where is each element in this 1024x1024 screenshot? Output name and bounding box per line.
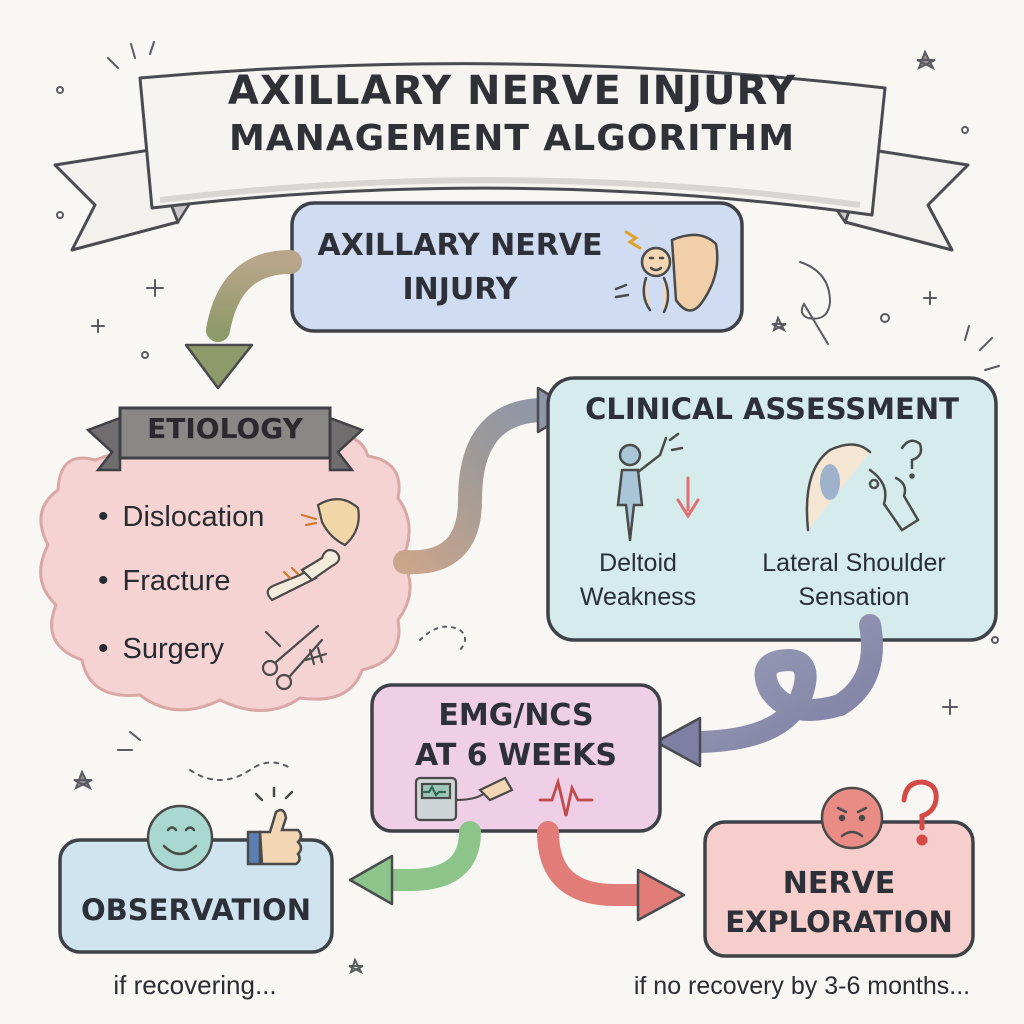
title-line-1: AXILLARY NERVE INJURY xyxy=(227,68,797,114)
etiology-heading: ETIOLOGY xyxy=(147,412,303,445)
finding-label-line-2: Sensation xyxy=(798,583,910,611)
exploration-line-1: NERVE xyxy=(782,866,896,901)
arrow-emg-to-observation xyxy=(379,821,481,891)
arrow-head-etiology xyxy=(184,343,254,390)
surgery-icon xyxy=(261,624,328,691)
start-node-line-2: INJURY xyxy=(402,272,518,307)
sensation-test-icon xyxy=(805,439,923,532)
arrow-emg-to-exploration xyxy=(537,821,651,906)
shoulder-pain-icon xyxy=(614,230,719,314)
title-ribbon xyxy=(53,62,970,252)
emg-line-2: AT 6 WEEKS xyxy=(414,738,618,773)
title-line-2: MANAGEMENT ALGORITHM xyxy=(228,118,796,159)
weak-arm-icon xyxy=(616,432,700,542)
smiley-icon xyxy=(146,804,214,872)
fracture-icon xyxy=(266,548,341,602)
arrow-etiology-to-assessment xyxy=(393,398,557,575)
dislocation-icon xyxy=(300,498,360,547)
exploration-condition: if no recovery by 3-6 months... xyxy=(633,972,971,1000)
emg-device-icon xyxy=(414,776,594,822)
etiology-item: Surgery xyxy=(98,632,225,666)
question-mark-icon xyxy=(901,779,939,846)
etiology-item: Fracture xyxy=(98,564,231,598)
thumbs-up-icon xyxy=(246,786,303,866)
arrow-head-emg xyxy=(654,716,702,768)
arrow-start-to-etiology xyxy=(206,250,302,342)
observation-condition: if recovering... xyxy=(113,970,277,1000)
etiology-banner xyxy=(85,406,365,472)
exploration-line-2: EXPLORATION xyxy=(725,905,953,939)
assessment-box xyxy=(546,376,998,642)
etiology-item: Dislocation xyxy=(98,500,265,534)
observation-label: OBSERVATION xyxy=(81,893,311,927)
finding-label-line-1: Deltoid xyxy=(599,549,677,577)
arrow-head-observation xyxy=(348,854,394,906)
ribbon-band xyxy=(138,62,887,217)
emg-line-1: EMG/NCS xyxy=(438,698,594,733)
assessment-heading: CLINICAL ASSESSMENT xyxy=(585,392,959,426)
arrow-head-exploration xyxy=(636,868,686,922)
start-node-line-1: AXILLARY NERVE xyxy=(317,228,603,263)
worried-face-icon xyxy=(820,786,884,850)
finding-label-line-1: Lateral Shoulder xyxy=(762,549,946,577)
arrow-assessment-to-emg xyxy=(689,614,883,753)
finding-label-line-2: Weakness xyxy=(579,583,697,611)
decorative-doodles xyxy=(56,41,1000,975)
